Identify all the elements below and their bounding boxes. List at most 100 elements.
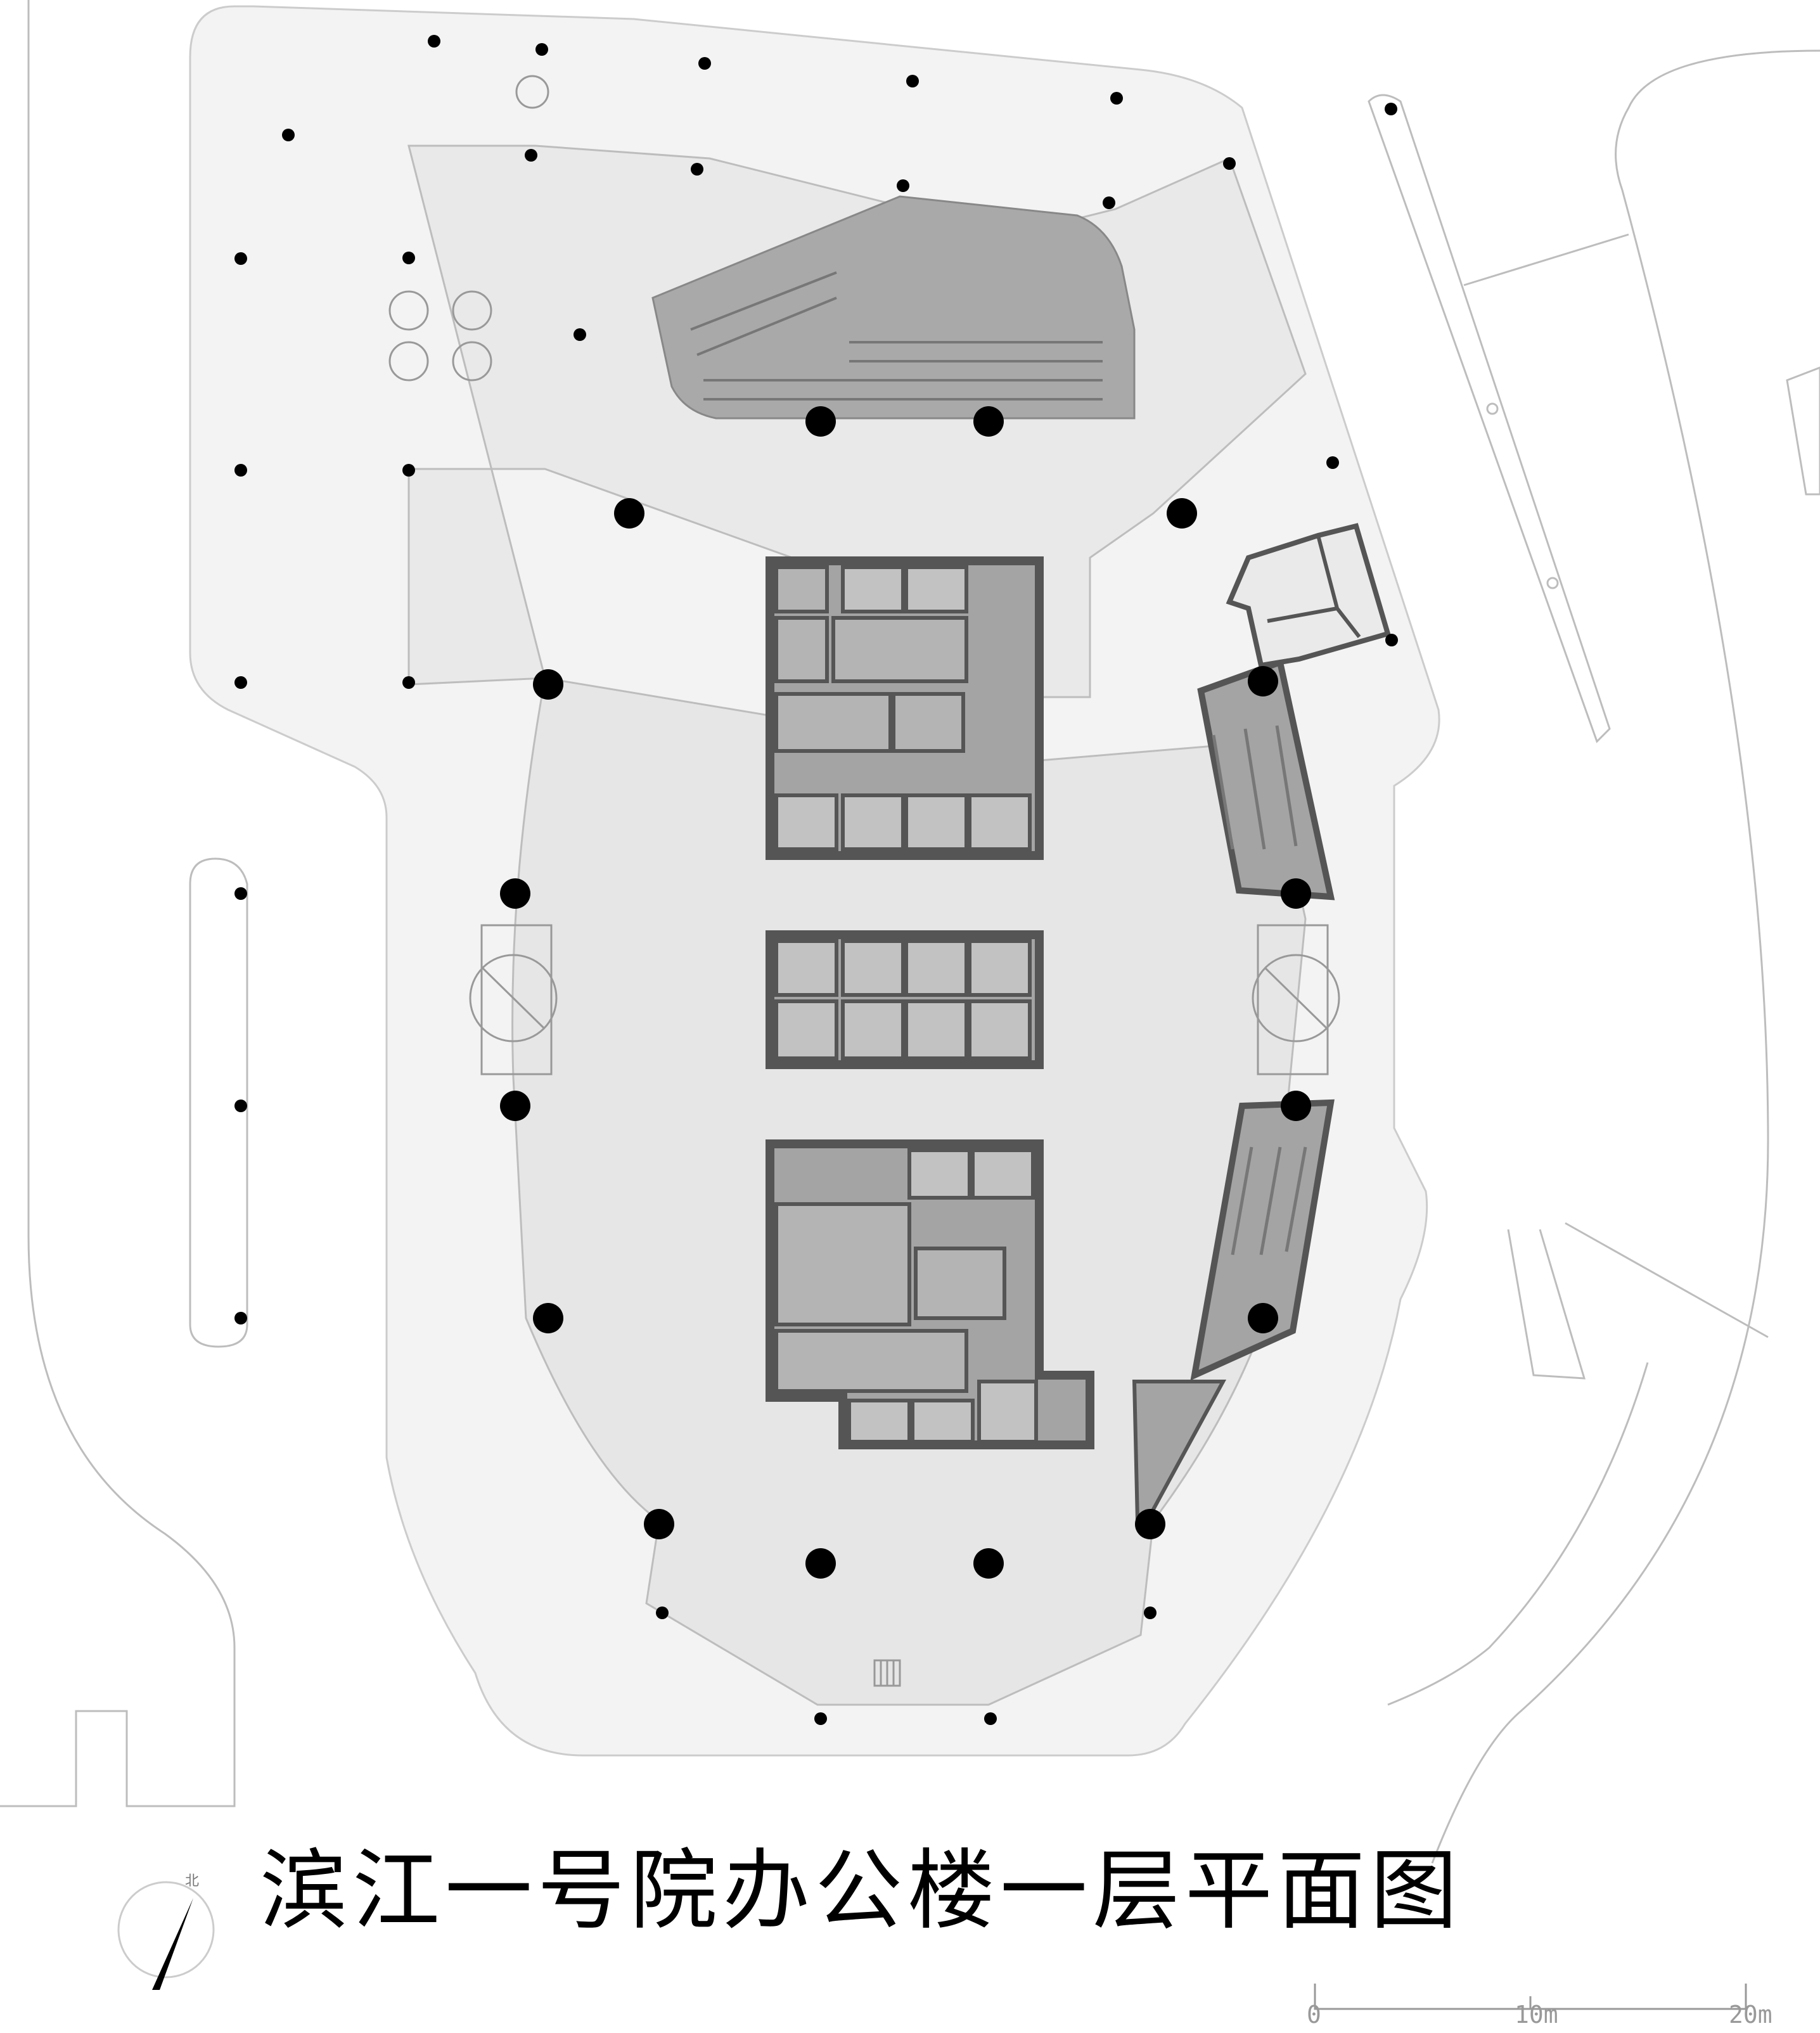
elevator-car — [774, 793, 838, 851]
elevator-car — [774, 999, 838, 1060]
elevator-car — [968, 939, 1032, 997]
column-large — [533, 669, 563, 700]
west-revolving-door — [469, 924, 558, 1075]
column-small — [906, 75, 919, 87]
column-small — [1385, 634, 1398, 646]
elevator-car — [774, 939, 838, 997]
column-small — [282, 129, 295, 141]
elevator-car — [841, 793, 905, 851]
column-small — [234, 252, 247, 265]
right-road-curve — [1431, 49, 1820, 1864]
column-small — [1103, 196, 1115, 209]
east-service-rooms — [1226, 523, 1391, 669]
escalator-steps — [690, 271, 1103, 401]
elevator-car — [968, 999, 1032, 1060]
column-small — [656, 1607, 669, 1619]
east-revolving-door — [1252, 924, 1340, 1075]
elevator-car — [907, 1148, 971, 1200]
column-large — [644, 1509, 674, 1539]
column-small — [1326, 456, 1339, 469]
column-small — [691, 163, 703, 176]
core-room — [774, 1202, 911, 1326]
column-small — [574, 328, 586, 341]
elevator-car — [847, 1399, 911, 1444]
column-small — [428, 35, 440, 48]
right-bay-lines — [1463, 233, 1769, 1380]
columns — [234, 35, 1398, 1725]
core-room — [774, 692, 892, 753]
escalator-housing — [651, 195, 1136, 420]
elevator-car — [841, 939, 905, 997]
column-small — [234, 1312, 247, 1324]
column-small — [234, 464, 247, 477]
right-pedestrian-path — [1368, 94, 1611, 743]
column-small — [698, 57, 711, 70]
column-small — [234, 676, 247, 689]
east-stair-south-flights — [1231, 1146, 1307, 1255]
column-large — [1281, 878, 1311, 909]
column-small — [535, 43, 548, 56]
drawing-title: 滨江一号院办公楼一层平面图 — [260, 1840, 1463, 1942]
column-small — [402, 676, 415, 689]
right-path-marker — [1486, 402, 1499, 415]
elevator-car — [904, 999, 968, 1060]
core-room — [774, 565, 829, 613]
column-small — [1385, 103, 1397, 115]
south-lobby-steps — [873, 1659, 901, 1687]
east-stair-north-flights — [1212, 725, 1298, 850]
left-road-edge — [0, 0, 236, 1807]
column-large — [1167, 498, 1197, 529]
column-small — [814, 1712, 827, 1725]
elevator-car — [904, 793, 968, 851]
scale-label-20m: 20m — [1729, 2001, 1772, 2029]
escalator-block — [651, 195, 1136, 420]
south-core — [766, 1139, 1094, 1449]
north-label: 北 — [185, 1873, 200, 1889]
column-small — [525, 149, 537, 162]
middle-core — [766, 930, 1044, 1069]
right-bay-box — [1786, 366, 1820, 496]
elevator-car — [971, 1148, 1035, 1200]
column-small — [402, 464, 415, 477]
west-entry-doors — [388, 75, 549, 382]
column-small — [402, 252, 415, 264]
east-room-partitions — [1267, 535, 1361, 638]
column-large — [1281, 1091, 1311, 1121]
column-large — [973, 1548, 1004, 1579]
north-core — [766, 556, 1044, 860]
core-room — [831, 616, 968, 683]
left-parking-strip — [189, 857, 248, 1348]
north-arrow-icon — [117, 1881, 215, 1990]
column-small — [1223, 157, 1236, 170]
elevator-car — [904, 939, 968, 997]
right-path-marker — [1546, 577, 1559, 589]
elevator-car — [977, 1380, 1038, 1444]
core-room — [774, 1329, 968, 1393]
column-large — [1135, 1509, 1165, 1539]
core-room — [774, 616, 829, 683]
column-small — [897, 179, 909, 192]
elevator-car — [841, 565, 905, 613]
column-large — [614, 498, 644, 529]
elevator-car — [841, 999, 905, 1060]
elevator-car — [968, 793, 1032, 851]
column-small — [984, 1712, 997, 1725]
scale-label-0: 0 — [1307, 2001, 1321, 2029]
scale-bar — [1314, 1984, 1747, 2010]
scale-label-10m: 10m — [1515, 2001, 1558, 2029]
stair — [892, 692, 965, 753]
column-large — [533, 1303, 563, 1333]
column-large — [1248, 666, 1278, 696]
right-road-inner — [1387, 1362, 1649, 1706]
site-context-lines — [0, 0, 1820, 1864]
column-large — [500, 878, 530, 909]
column-large — [500, 1091, 530, 1121]
column-large — [805, 406, 836, 437]
elevator-car — [911, 1399, 975, 1444]
column-small — [234, 1100, 247, 1112]
column-small — [1110, 92, 1123, 105]
elevator-car — [904, 565, 968, 613]
column-small — [234, 887, 247, 900]
column-large — [973, 406, 1004, 437]
